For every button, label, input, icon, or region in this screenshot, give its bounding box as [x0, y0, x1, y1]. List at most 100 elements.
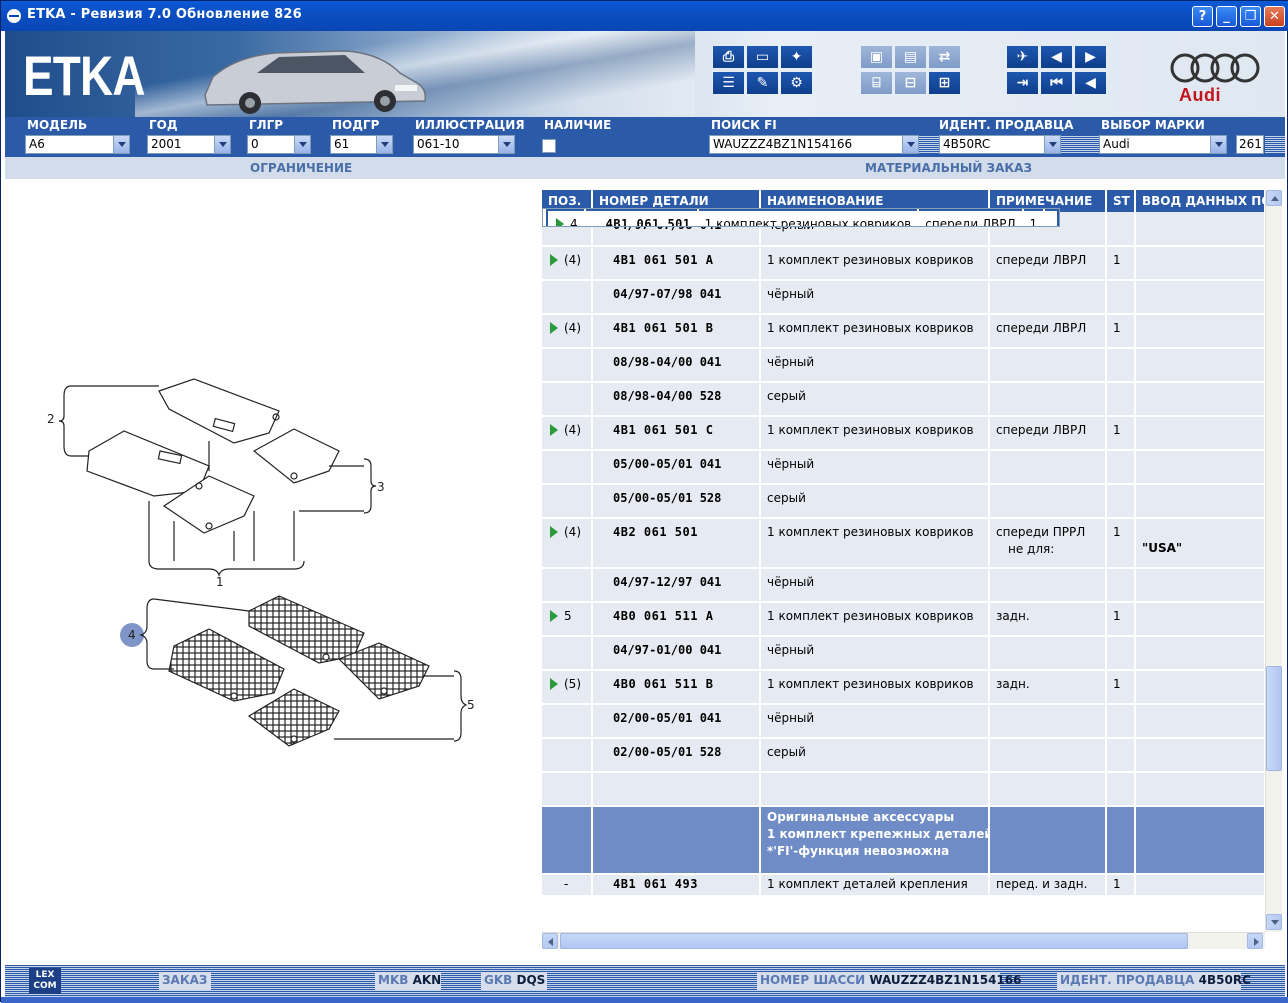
pos-cell[interactable] [542, 568, 593, 603]
part-number-cell[interactable]: 08/98-04/00 528 [592, 382, 761, 417]
pos-cell[interactable] [542, 382, 593, 417]
part-number-cell[interactable]: 05/00-05/01 528 [592, 484, 761, 519]
col-header-pos[interactable]: ПОЗ. [542, 190, 593, 212]
part-number-cell[interactable]: 4B2 061 501 [592, 518, 761, 569]
prev-page-icon[interactable]: ◀ [1040, 45, 1073, 69]
pos-cell[interactable] [542, 450, 593, 485]
col-header-name[interactable]: НАИМЕНОВАНИЕ [760, 190, 990, 212]
part-number-cell[interactable]: 4B0 061 511 A [592, 602, 761, 637]
depot-icon[interactable]: ▤ [894, 45, 927, 69]
part-number-cell[interactable]: 02/00-05/01 041 [592, 704, 761, 739]
restore-button[interactable]: ❐ [1240, 6, 1261, 27]
col-header-data-entry[interactable]: ВВОД ДАННЫХ ПО [1135, 190, 1265, 212]
illustration-select[interactable]: 061-10 [413, 135, 515, 154]
expand-arrow-icon[interactable] [550, 678, 558, 690]
table-row[interactable] [542, 772, 1265, 807]
part-number-cell[interactable]: 4B1 061 501 A [592, 246, 761, 281]
exit-icon[interactable]: ⇥ [1006, 71, 1039, 95]
pos-cell[interactable] [542, 738, 593, 773]
vertical-scrollbar[interactable] [1265, 190, 1282, 932]
minimize-button[interactable]: _ [1216, 6, 1237, 27]
pos-cell[interactable]: - [542, 874, 593, 897]
fi-search-select[interactable]: WAUZZZ4BZ1N154166 [709, 135, 919, 154]
chevron-down-icon[interactable] [214, 136, 230, 153]
expand-arrow-icon[interactable] [550, 526, 558, 538]
print-icon[interactable]: ⎙ [712, 45, 745, 69]
part-number-cell[interactable]: 4B1 061 501 C [592, 416, 761, 451]
brand-select[interactable]: Audi [1099, 135, 1227, 154]
next-page-icon[interactable]: ▶ [1074, 45, 1107, 69]
pos-cell[interactable] [542, 704, 593, 739]
part-number-cell[interactable]: 4B1 061 501 [584, 209, 699, 226]
chevron-down-icon[interactable] [902, 136, 918, 153]
part-number-cell[interactable]: 04/97-12/97 041 [592, 568, 761, 603]
model-select[interactable]: A6 [25, 135, 130, 154]
pos-cell[interactable]: 4 [546, 209, 586, 226]
elsa-icon[interactable]: ▣ [860, 45, 893, 69]
col-header-st[interactable]: ST [1106, 190, 1136, 212]
chevron-down-icon[interactable] [1044, 136, 1060, 153]
cart-icon[interactable]: ⊞ [928, 71, 961, 95]
scroll-left-button[interactable] [542, 933, 558, 949]
expand-arrow-icon[interactable] [556, 218, 564, 226]
pos-cell[interactable]: (4) [542, 416, 593, 451]
expand-arrow-icon[interactable] [550, 610, 558, 622]
part-number-cell[interactable] [592, 772, 761, 807]
horizontal-scrollbar[interactable] [542, 932, 1265, 949]
main-group-select[interactable]: 0 [247, 135, 311, 154]
first-icon[interactable]: ⏮ [1040, 71, 1073, 95]
pos-cell[interactable] [542, 772, 593, 807]
pos-cell[interactable] [542, 280, 593, 315]
part-number-cell[interactable]: 04/97-01/00 041 [592, 636, 761, 671]
network-icon[interactable]: ⌸ [860, 71, 893, 95]
list-icon[interactable]: ☰ [712, 71, 745, 95]
part-number-cell[interactable]: 05/00-05/01 041 [592, 450, 761, 485]
screen-icon[interactable]: ▭ [746, 45, 779, 69]
material-order-tab[interactable]: МАТЕРИАЛЬНЫЙ ЗАКАЗ [865, 161, 1032, 175]
vertical-scroll-thumb[interactable] [1266, 666, 1282, 771]
pos-cell[interactable]: (4) [542, 518, 593, 569]
col-header-note[interactable]: ПРИМЕЧАНИЕ [989, 190, 1107, 212]
chevron-down-icon[interactable] [1210, 136, 1226, 153]
callout-4[interactable]: 4 [128, 628, 136, 642]
availability-checkbox[interactable] [542, 139, 556, 153]
parts-illustration[interactable]: 2 3 1 4 5 [9, 371, 509, 761]
part-number-cell[interactable]: 02/00-05/01 528 [592, 738, 761, 773]
pos-cell[interactable] [542, 484, 593, 519]
part-number-cell[interactable]: 04/97-07/98 041 [592, 280, 761, 315]
close-button[interactable]: ✕ [1264, 6, 1285, 27]
restriction-tab[interactable]: ОГРАНИЧЕНИЕ [250, 161, 353, 175]
car-list-icon[interactable]: ⊟ [894, 71, 927, 95]
expand-arrow-icon[interactable] [550, 322, 558, 334]
chevron-down-icon[interactable] [376, 136, 392, 153]
pin-icon[interactable]: ✈ [1006, 45, 1039, 69]
scroll-right-button[interactable] [1247, 933, 1263, 949]
help-button[interactable]: ? [1192, 6, 1213, 27]
expand-arrow-icon[interactable] [550, 254, 558, 266]
chevron-down-icon[interactable] [498, 136, 514, 153]
mechanic-icon[interactable]: ⚙ [780, 71, 813, 95]
year-select[interactable]: 2001 [147, 135, 231, 154]
back-icon[interactable]: ◀ [1074, 71, 1107, 95]
pos-cell[interactable]: (4) [542, 246, 593, 281]
sub-group-select[interactable]: 61 [330, 135, 393, 154]
part-number-cell[interactable]: 4B1 061 501 B [592, 314, 761, 349]
cart-transfer-icon[interactable]: ⇄ [928, 45, 961, 69]
